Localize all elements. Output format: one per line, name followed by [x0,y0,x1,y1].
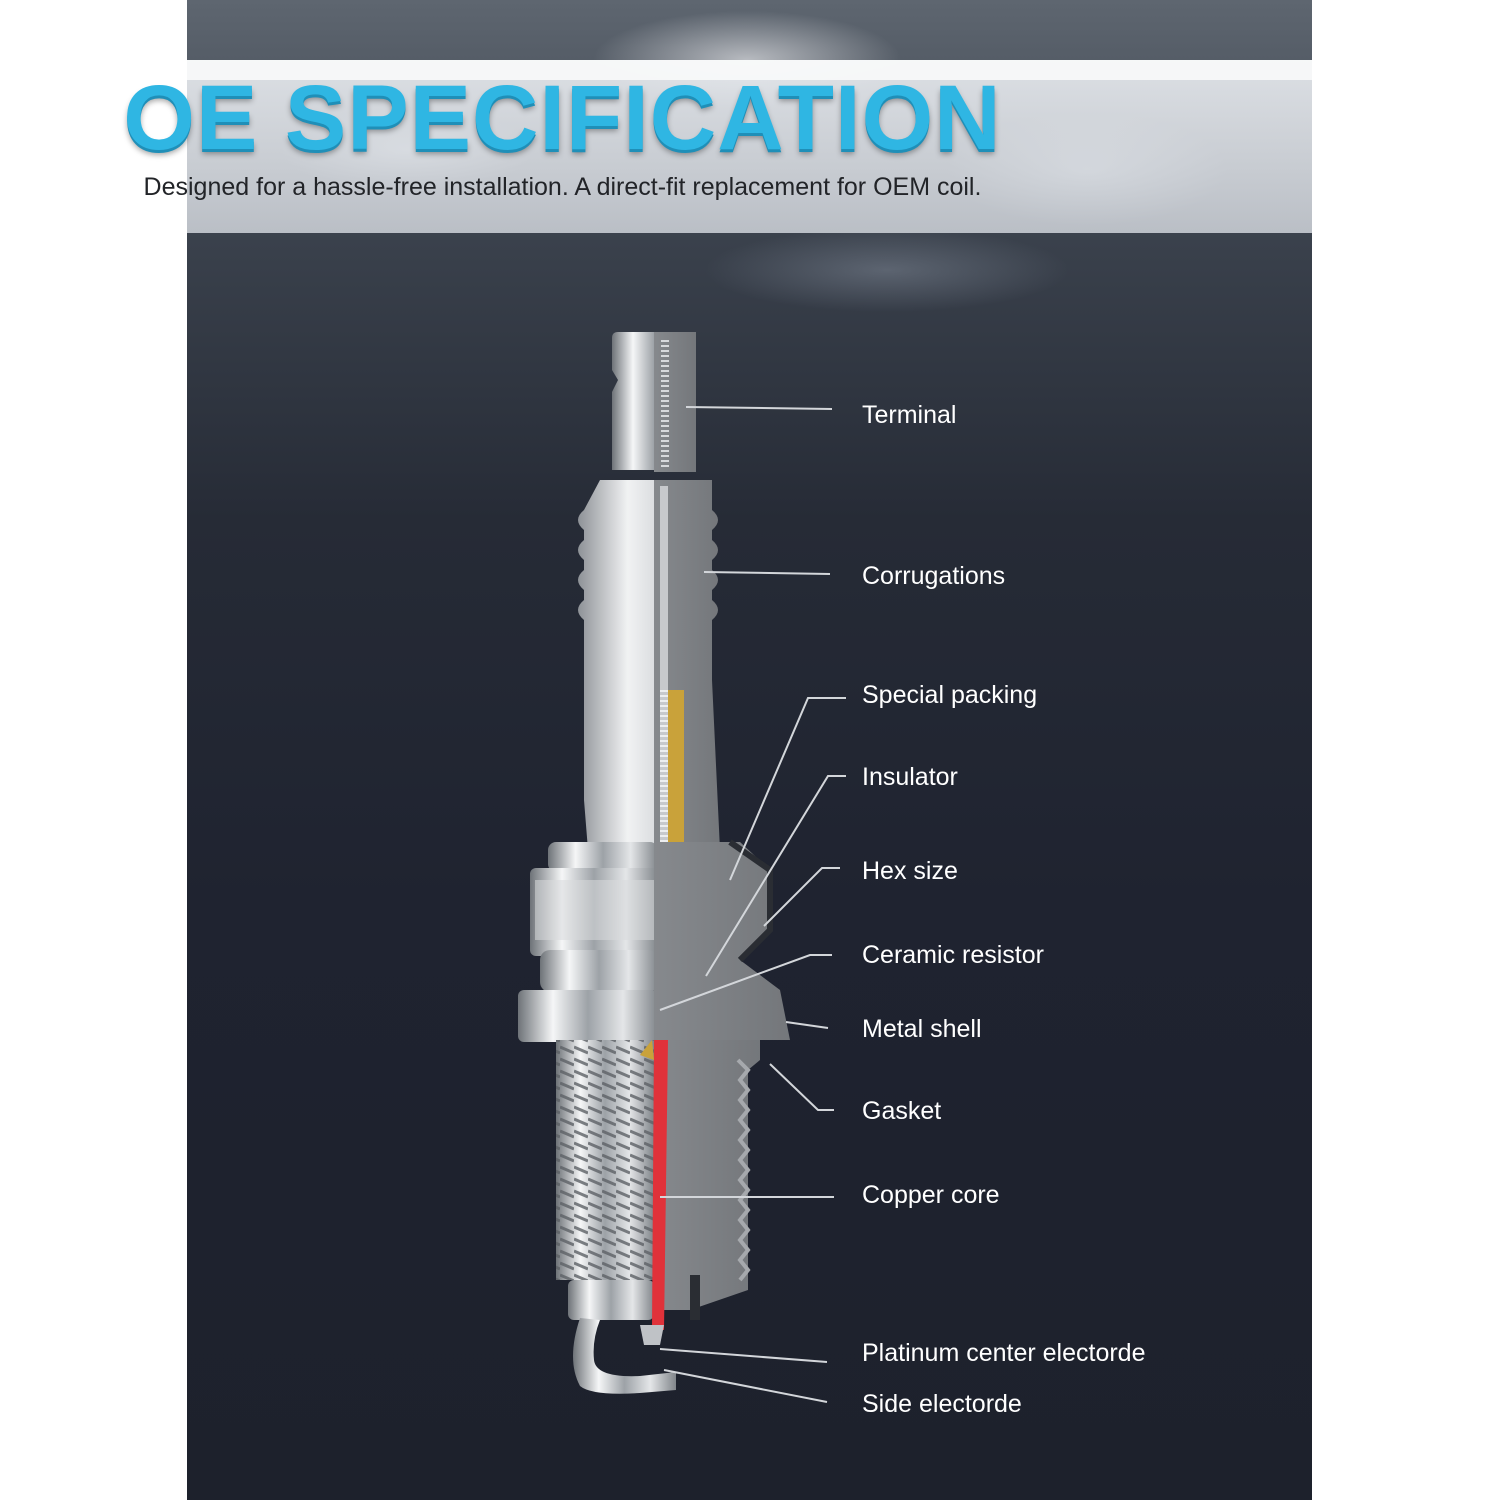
label-ceramic-resistor: Ceramic resistor [862,941,1044,969]
leader-lines [659,406,846,1403]
electrode-part [573,1318,676,1394]
label-side-electrode: Side electorde [862,1390,1022,1418]
label-insulator: Insulator [862,763,958,791]
label-corrugations: Corrugations [862,562,1006,590]
label-terminal: Terminal [862,401,957,429]
page-subtitle: Designed for a hassle-free installation.… [143,173,982,201]
terminal-part [612,332,696,472]
copper-core-part [652,1040,668,1330]
label-copper-core: Copper core [862,1181,1000,1209]
label-platinum-center-electrode: Platinum center electorde [862,1339,1146,1367]
label-gasket: Gasket [862,1097,942,1125]
header-band [187,60,1312,233]
label-special-packing: Special packing [862,681,1038,709]
label-hex-size: Hex size [862,857,958,885]
label-metal-shell: Metal shell [862,1015,982,1043]
metal-shell-part [556,1040,760,1320]
insulator-part [578,480,720,940]
hex-nut-part [518,839,790,1042]
page-title: OE SPECIFICATION [123,67,1002,169]
